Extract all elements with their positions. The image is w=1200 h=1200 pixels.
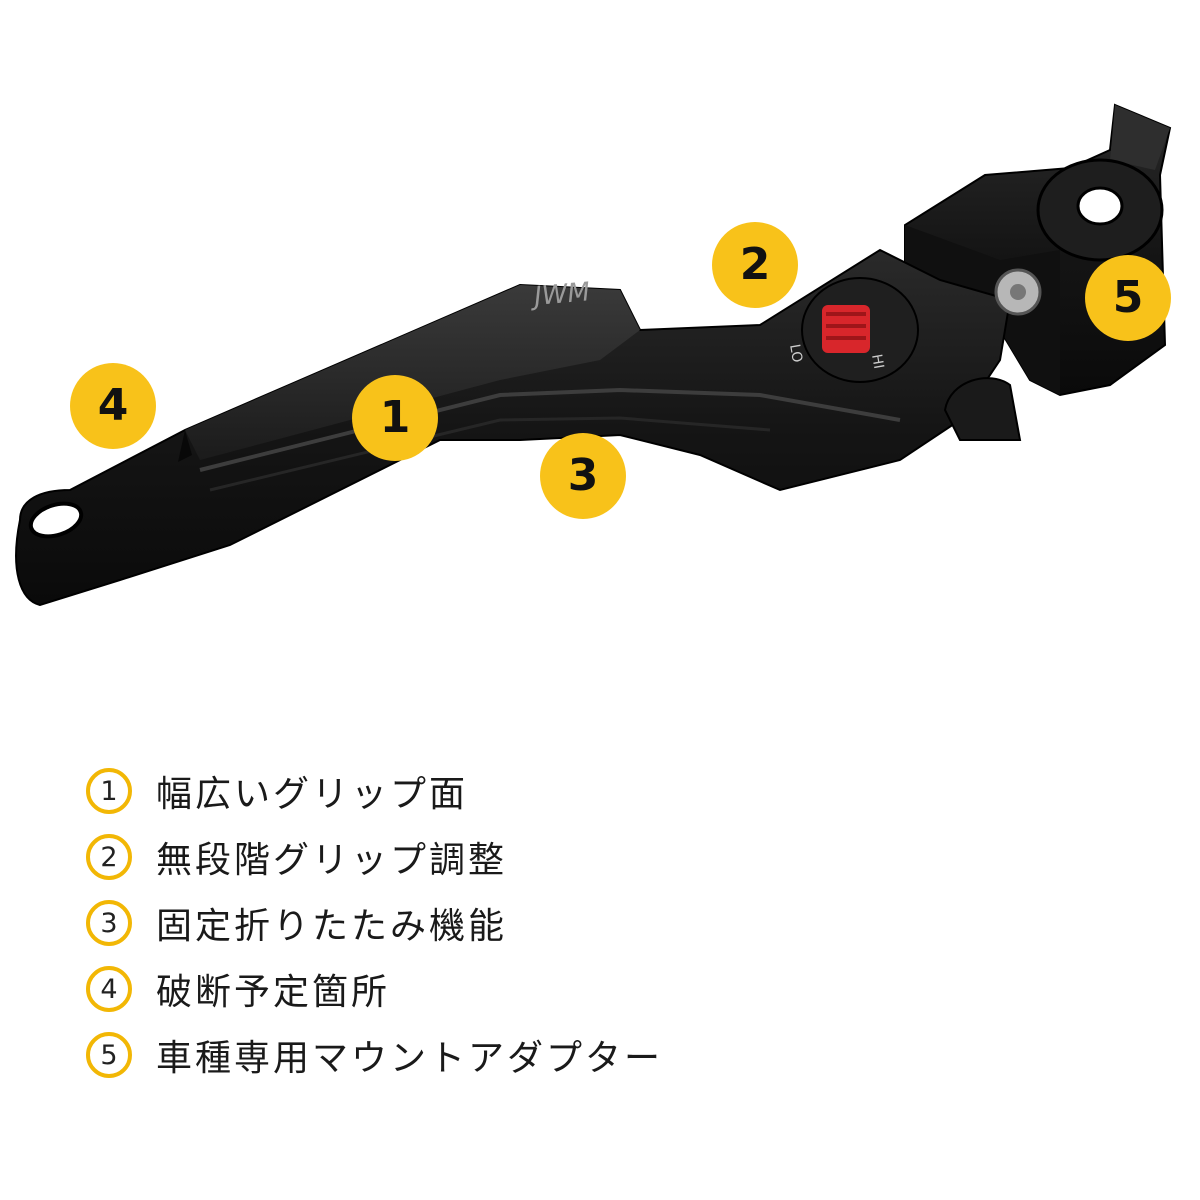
adjuster-label-hi: HI [868,353,886,370]
legend-text-2: 無段階グリップ調整 [156,840,508,881]
legend-item: 4 破断予定箇所 [86,956,1086,1022]
adjuster-knob-red [822,305,870,353]
legend-item: 2 無段階グリップ調整 [86,824,1086,890]
legend-number-4: 4 [86,966,132,1012]
legend-item: 5 車種専用マウントアダプター [86,1022,1086,1088]
legend-number-5: 5 [86,1032,132,1078]
marker-4: 4 [70,363,156,449]
lever-illustration: JWM LO HI [15,103,1172,607]
legend-item: 3 固定折りたたみ機能 [86,890,1086,956]
legend-text-1: 幅広いグリップ面 [156,774,469,815]
brand-logo: JWM [528,277,591,312]
legend-number-3: 3 [86,900,132,946]
marker-2: 2 [712,222,798,308]
marker-3: 3 [540,433,626,519]
legend-number-1: 1 [86,768,132,814]
legend-number-2: 2 [86,834,132,880]
marker-1: 1 [352,375,438,461]
adjuster-dial [801,268,1042,383]
marker-5: 5 [1085,255,1171,341]
adjuster-label-lo: LO [786,343,805,364]
legend-text-4: 破断予定箇所 [156,972,391,1013]
legend-item: 1 幅広いグリップ面 [86,758,1086,824]
legend-text-3: 固定折りたたみ機能 [156,906,508,947]
feature-legend: 1 幅広いグリップ面 2 無段階グリップ調整 3 固定折りたたみ機能 4 破断予… [86,758,1086,1088]
legend-text-5: 車種専用マウントアダプター [156,1038,664,1079]
